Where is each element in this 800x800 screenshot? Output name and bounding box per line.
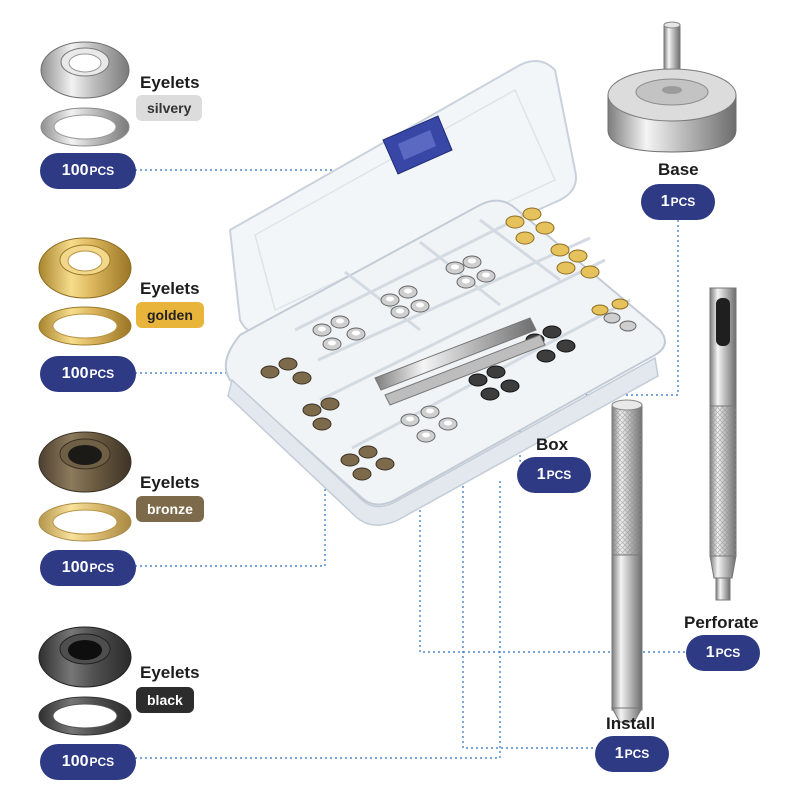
count-number: 100 [61,753,89,770]
washer-icon [38,696,132,736]
item-title-silvery: Eyelets [140,73,200,92]
washer-icon [38,502,132,542]
count-unit: PCS [670,195,696,209]
count-number: 1 [614,745,624,762]
setting-tool-icon [611,399,643,723]
storage-box-icon [224,60,666,526]
eyelet-gold-icon [38,237,132,299]
washer-icon [40,107,130,147]
tool-title-perforate: Perforate [684,613,759,632]
count-badge-bronze: 100PCS [40,550,136,586]
count-unit: PCS [624,747,650,761]
tool-title-base: Base [658,160,699,179]
box-latch [382,115,453,175]
washer-icon [38,306,132,346]
hole-punch-icon [709,287,737,601]
tag-bronze: bronze [136,496,204,522]
tag-golden: golden [136,302,204,328]
base-anvil-icon [607,21,737,153]
tool-title-install: Install [606,714,656,733]
count-unit: PCS [89,755,115,769]
count-number: 100 [61,365,89,382]
eyelet-silver-icon [40,41,130,99]
count-unit: PCS [89,367,115,381]
count-badge-golden: 100PCS [40,356,136,392]
tag-silvery: silvery [136,95,203,121]
count-unit: PCS [715,646,741,660]
count-badge-box: 1PCS [517,457,591,493]
count-unit: PCS [89,561,115,575]
count-number: 100 [61,162,89,179]
count-number: 1 [660,193,670,210]
eyelet-black-icon [38,626,132,688]
count-badge-install: 1PCS [595,736,669,772]
count-badge-base: 1PCS [641,184,715,220]
eyelet-bronze-icon [38,431,132,493]
tag-black: black [136,687,194,713]
count-number: 100 [61,559,89,576]
count-unit: PCS [89,164,115,178]
count-badge-silvery: 100PCS [40,153,136,189]
count-badge-perforate: 1PCS [686,635,760,671]
count-number: 1 [536,466,546,483]
box-tools [374,317,546,406]
compartment-bronze-eyelets [260,357,395,481]
item-title-black: Eyelets [140,663,200,682]
compartment-silver-eyelets [312,255,637,443]
count-unit: PCS [546,468,572,482]
count-badge-black: 100PCS [40,744,136,780]
tool-title-box: Box [536,435,569,454]
item-title-bronze: Eyelets [140,473,200,492]
item-title-golden: Eyelets [140,279,200,298]
compartment-gold-eyelets [505,207,629,316]
count-number: 1 [705,644,715,661]
